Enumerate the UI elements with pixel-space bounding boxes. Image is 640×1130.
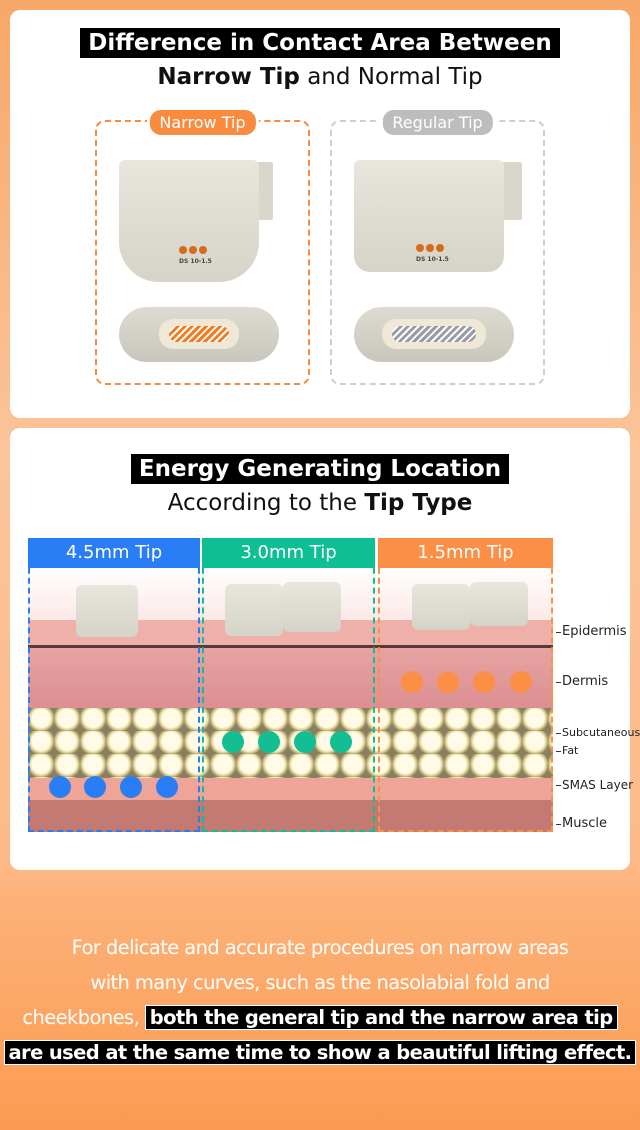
muscle-layer (28, 800, 553, 832)
regular-tip-bottom (354, 307, 514, 362)
regular-tip-panel: Regular Tip DS 10-1.5 (330, 107, 545, 385)
tip-device-1-5mm (412, 584, 470, 630)
tip-device-3-0mm (225, 584, 283, 636)
col-header-1-5mm: 1.5mm Tip (378, 538, 553, 568)
section1-title: Difference in Contact Area Between (80, 28, 560, 58)
bottom-text: For delicate and accurate procedures on … (0, 930, 640, 1070)
col-header-4-5mm: 4.5mm Tip (28, 538, 200, 568)
dermis-layer (28, 648, 553, 708)
label-epidermis: Epidermis (556, 624, 627, 639)
section2-subtitle-bold: Tip Type (364, 490, 473, 516)
col-header-3-0mm: 3.0mm Tip (202, 538, 375, 568)
section2-subtitle: According to the (167, 490, 365, 516)
narrow-tip-panel: Narrow Tip DS 10-1.5 (95, 107, 310, 385)
label-muscle: Muscle (556, 816, 607, 831)
narrow-device-label: DS 10-1.5 (179, 258, 212, 265)
narrow-tip-label: Narrow Tip (146, 107, 259, 138)
regular-tip-device: DS 10-1.5 (354, 160, 504, 272)
label-smas: SMAS Layer (556, 778, 633, 792)
fat-layer (28, 708, 553, 778)
section2-title: Energy Generating Location (130, 454, 510, 484)
narrow-tip-device: DS 10-1.5 (119, 160, 259, 282)
contact-area-card: Difference in Contact Area Between Narro… (10, 10, 630, 418)
bottom-highlight-2: are used at the same time to show a beau… (3, 1040, 637, 1065)
tip-device-4-5mm (76, 585, 138, 637)
section1-heading: Difference in Contact Area Between Narro… (10, 28, 630, 92)
bottom-highlight-1: both the general tip and the narrow area… (144, 1005, 618, 1030)
bottom-line-1: For delicate and accurate procedures on … (71, 936, 569, 959)
regular-device-label: DS 10-1.5 (416, 256, 449, 263)
section1-subtitle: and Normal Tip (299, 64, 483, 90)
bottom-line-3: cheekbones, (22, 1006, 145, 1029)
bottom-line-2: with many curves, such as the nasolabial… (90, 971, 550, 994)
label-dermis: Dermis (556, 674, 608, 689)
regular-tip-label: Regular Tip (379, 107, 496, 138)
narrow-tip-bottom (119, 307, 279, 362)
label-subcutaneous: Subcutaneous (556, 726, 640, 739)
section2-heading: Energy Generating Location According to … (10, 454, 630, 518)
label-fat: Fat (556, 744, 578, 757)
section1-subtitle-bold: Narrow Tip (157, 64, 300, 90)
